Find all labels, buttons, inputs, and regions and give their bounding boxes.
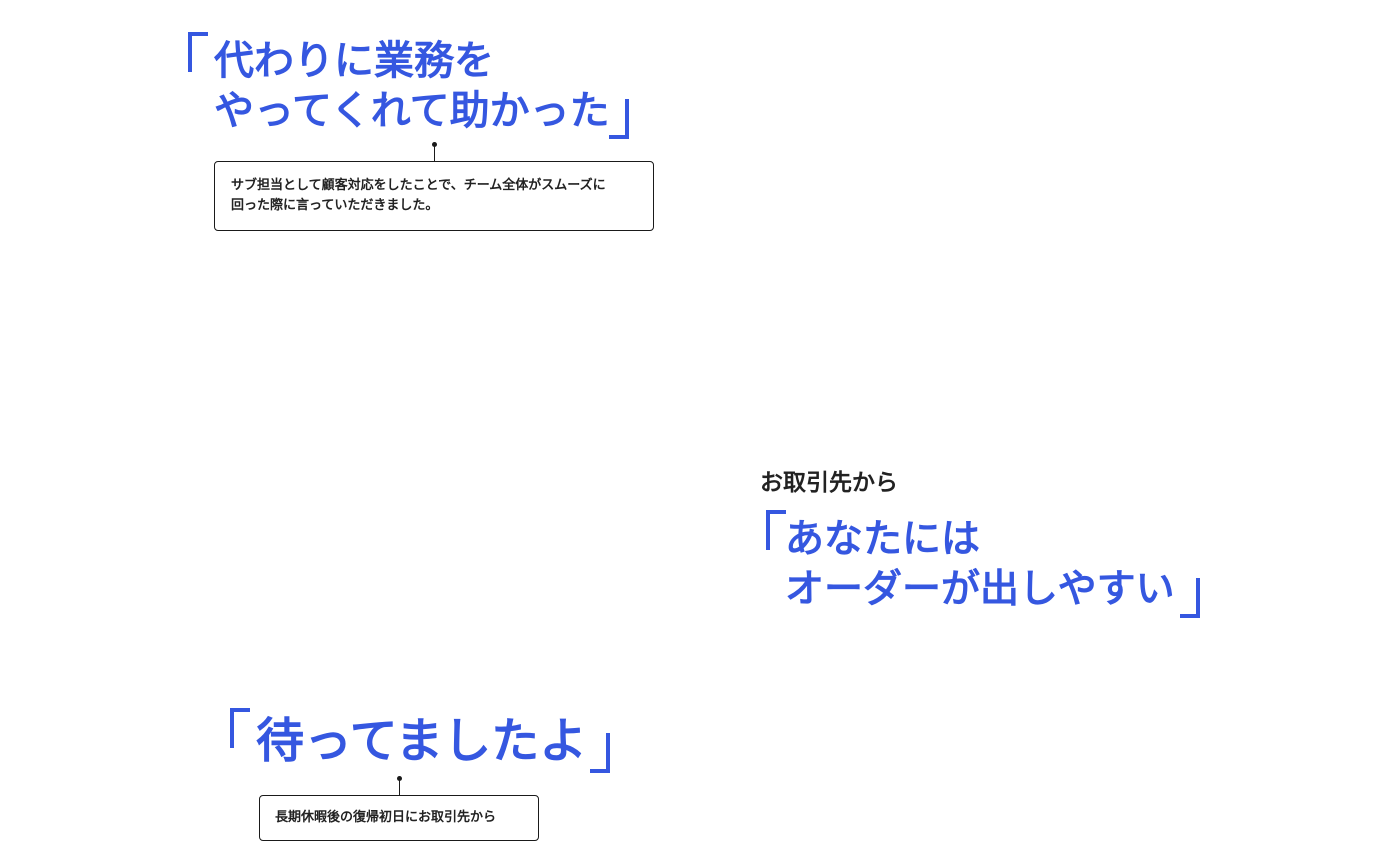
open-bracket-icon [230, 708, 250, 748]
connector-dot-icon [397, 776, 402, 781]
connector-line [434, 145, 435, 161]
close-bracket-icon [590, 733, 610, 773]
note-line: 長期休暇後の復帰初日にお取引先から [275, 810, 497, 825]
quote-text: 待ってましたよ [256, 717, 587, 765]
quote-line: オーダーが出しやすい [785, 567, 1175, 612]
source-label: お取引先から [760, 470, 898, 496]
open-bracket-icon [188, 32, 208, 72]
note-line: サブ担当として顧客対応をしたことで、チーム全体がスムーズに [231, 178, 606, 193]
quote-line: やってくれて助かった [214, 88, 610, 134]
quote-line: あなたには [785, 517, 981, 562]
open-bracket-icon [766, 510, 786, 550]
quote-text: 代わりに業務を やってくれて助かった [214, 41, 610, 131]
context-note: 長期休暇後の復帰初日にお取引先から [259, 795, 539, 841]
close-bracket-icon [609, 99, 629, 139]
context-note: サブ担当として顧客対応をしたことで、チーム全体がスムーズに 回った際に言っていた… [214, 161, 654, 231]
connector-dot-icon [432, 142, 437, 147]
note-line: 回った際に言っていただきました。 [231, 198, 439, 213]
quote-line: 待ってましたよ [256, 713, 588, 769]
close-bracket-icon [1180, 578, 1200, 618]
connector-line [399, 779, 400, 795]
quote-line: 代わりに業務を [214, 38, 494, 84]
quote-text: あなたには オーダーが出しやすい [785, 520, 1175, 609]
